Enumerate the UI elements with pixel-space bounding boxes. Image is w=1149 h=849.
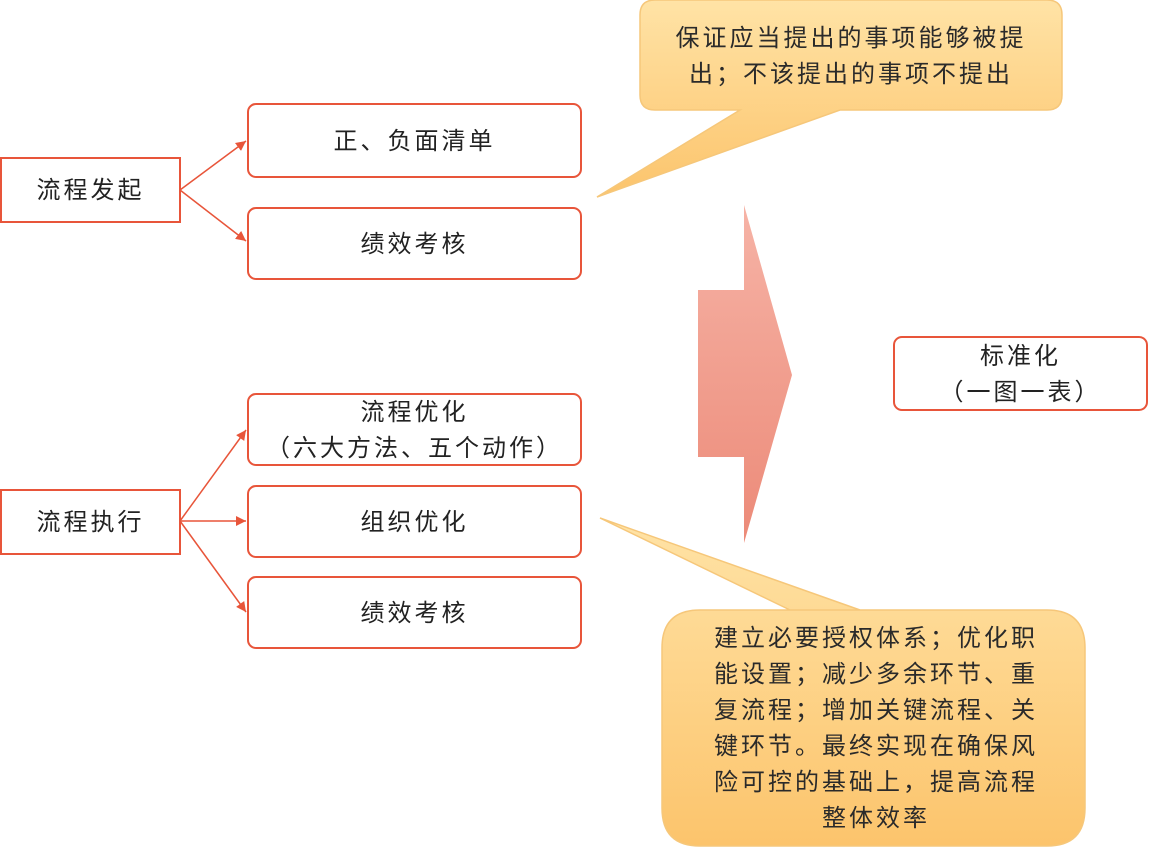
top-assessment-label: 绩效考核 [360, 229, 469, 258]
callout-bottom-line: 能设置；减少多余环节、重 [714, 660, 1038, 688]
process-opt-line2: （六大方法、五个动作） [266, 433, 563, 462]
process-opt-box: 流程优化 （六大方法、五个动作） [247, 393, 582, 466]
list-box: 正、负面清单 [247, 103, 582, 178]
connector-initiate-to-list [179, 140, 247, 191]
connector-execute-to-assessment [179, 520, 247, 613]
bottom-assessment-label: 绩效考核 [360, 598, 469, 627]
execute-box: 流程执行 [0, 489, 181, 555]
result-box: 标准化 （一图一表） [893, 336, 1148, 411]
callout-top-line: 保证应当提出的事项能够被提 [675, 24, 1027, 52]
process-opt-line1: 流程优化 [360, 397, 469, 426]
connector-initiate-to-assessment [179, 189, 247, 242]
result-line2: （一图一表） [939, 377, 1102, 406]
callout-top-text: 保证应当提出的事项能够被提 出；不该提出的事项不提出 [648, 20, 1054, 92]
callout-top-line: 出；不该提出的事项不提出 [689, 60, 1013, 88]
callout-bottom-line: 键环节。最终实现在确保风 [714, 732, 1038, 760]
initiate-box: 流程发起 [0, 157, 181, 223]
top-assessment-box: 绩效考核 [247, 207, 582, 280]
callout-bottom-line: 复流程；增加关键流程、关 [714, 696, 1038, 724]
execute-label: 流程执行 [36, 508, 145, 536]
bottom-assessment-box: 绩效考核 [247, 576, 582, 649]
initiate-label: 流程发起 [36, 176, 145, 204]
list-label: 正、负面清单 [333, 126, 496, 155]
org-opt-label: 组织优化 [360, 507, 469, 536]
callout-bottom-line: 整体效率 [822, 804, 930, 832]
callout-bottom-text: 建立必要授权体系；优化职 能设置；减少多余环节、重 复流程；增加关键流程、关 键… [680, 620, 1072, 836]
org-opt-box: 组织优化 [247, 485, 582, 558]
result-line1: 标准化 [980, 341, 1061, 370]
callout-bottom-line: 建立必要授权体系；优化职 [714, 624, 1038, 652]
callout-bottom-shape [599, 517, 1086, 847]
callout-bottom-line: 险可控的基础上，提高流程 [714, 768, 1038, 796]
connector-execute-to-process-opt [179, 429, 247, 522]
callout-top-shape [596, 0, 1063, 198]
big-arrow-shape [698, 205, 792, 543]
